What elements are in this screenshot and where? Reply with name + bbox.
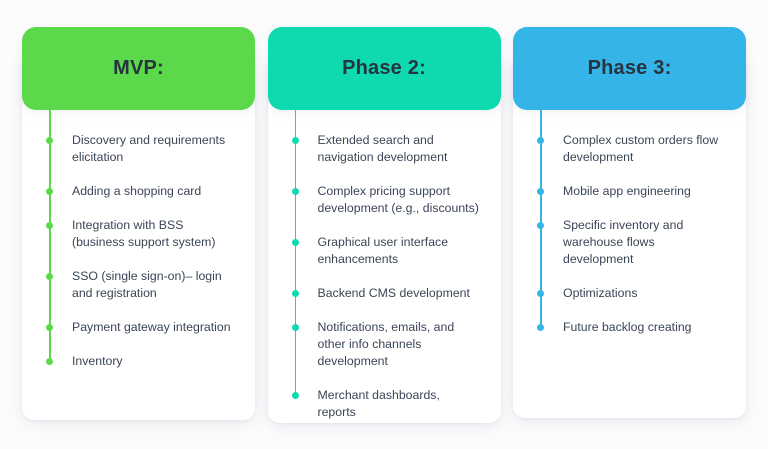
list-item-label: Discovery and requirements elicitation	[72, 133, 226, 164]
bullet-dot-icon	[291, 392, 299, 399]
list-item-label: Inventory	[72, 354, 123, 368]
list-item-label: Mobile app engineering	[563, 184, 691, 198]
feature-list-phase-3: Complex custom orders flow development M…	[513, 132, 732, 336]
list-wrap-phase-3: Complex custom orders flow development M…	[513, 96, 746, 336]
list-item-label: Specific inventory and warehouse flows d…	[563, 218, 684, 266]
bullet-dot-icon	[291, 239, 299, 246]
list-item: Integration with BSS (business support s…	[22, 217, 241, 251]
feature-list-mvp: Discovery and requirements elicitation A…	[22, 132, 241, 370]
timeline-rail-phase-3	[540, 96, 542, 328]
card-header-mvp: MVP:	[22, 27, 255, 110]
list-wrap-phase-2: Extended search and navigation developme…	[268, 96, 501, 421]
bullet-dot-icon	[46, 324, 53, 331]
list-item: Extended search and navigation developme…	[268, 132, 487, 166]
list-item-label: Adding a shopping card	[72, 184, 202, 198]
list-item-label: Integration with BSS (business support s…	[72, 218, 216, 249]
bullet-dot-icon	[46, 137, 53, 144]
roadmap-column-phase-2: Phase 2: Extended search and navigation …	[267, 27, 501, 449]
card-title-phase-3: Phase 3:	[587, 57, 672, 79]
list-item: Adding a shopping card	[22, 183, 241, 200]
list-item-label: Complex custom orders flow development	[563, 133, 719, 164]
roadmap-column-mvp: MVP: Discovery and requirements elicitat…	[22, 27, 255, 449]
card-body-phase-2	[267, 55, 501, 423]
list-item: SSO (single sign-on)– login and registra…	[22, 268, 241, 302]
bullet-dot-icon	[46, 358, 53, 365]
list-item-label: Graphical user interface enhancements	[317, 235, 449, 266]
card-body-phase-3	[513, 55, 746, 418]
bullet-dot-icon	[291, 324, 299, 331]
bullet-dot-icon	[46, 188, 53, 195]
list-item-label: SSO (single sign-on)– login and registra…	[72, 269, 222, 300]
bullet-dot-icon	[291, 188, 299, 195]
list-item-label: Complex pricing support development (e.g…	[317, 184, 479, 215]
list-item-label: Notifications, emails, and other info ch…	[317, 320, 455, 368]
list-item: Specific inventory and warehouse flows d…	[513, 217, 732, 268]
list-item-label: Backend CMS development	[317, 286, 470, 300]
list-item-label: Extended search and navigation developme…	[317, 133, 448, 164]
list-item: Complex pricing support development (e.g…	[268, 183, 487, 217]
list-item: Mobile app engineering	[513, 183, 732, 200]
card-body-mvp	[22, 55, 255, 420]
feature-list-phase-2: Extended search and navigation developme…	[268, 132, 487, 421]
roadmap-column-phase-3: Phase 3: Complex custom orders flow deve…	[513, 27, 746, 449]
list-item: Complex custom orders flow development	[513, 132, 732, 166]
bullet-dot-icon	[537, 222, 544, 229]
bullet-dot-icon	[537, 324, 544, 331]
list-item: Notifications, emails, and other info ch…	[268, 319, 487, 370]
list-item: Inventory	[22, 353, 241, 370]
list-item: Graphical user interface enhancements	[268, 234, 487, 268]
bullet-dot-icon	[291, 290, 299, 297]
list-item: Optimizations	[513, 285, 732, 302]
bullet-dot-icon	[291, 137, 299, 144]
list-item: Payment gateway integration	[22, 319, 241, 336]
bullet-dot-icon	[537, 290, 544, 297]
bullet-dot-icon	[537, 137, 544, 144]
card-header-phase-2: Phase 2:	[267, 27, 501, 110]
card-title-mvp: MVP:	[113, 57, 164, 79]
list-item: Backend CMS development	[268, 285, 487, 302]
bullet-dot-icon	[46, 273, 53, 280]
card-header-phase-3: Phase 3:	[513, 27, 746, 110]
list-item-label: Merchant dashboards, reports	[317, 388, 440, 419]
card-title-phase-2: Phase 2:	[342, 57, 426, 79]
list-wrap-mvp: Discovery and requirements elicitation A…	[22, 96, 255, 370]
list-item: Merchant dashboards, reports	[268, 387, 487, 421]
bullet-dot-icon	[46, 222, 53, 229]
list-item-label: Optimizations	[563, 286, 638, 300]
list-item-label: Future backlog creating	[563, 320, 692, 334]
list-item: Discovery and requirements elicitation	[22, 132, 241, 166]
list-item-label: Payment gateway integration	[72, 320, 231, 334]
list-item: Future backlog creating	[513, 319, 732, 336]
bullet-dot-icon	[537, 188, 544, 195]
